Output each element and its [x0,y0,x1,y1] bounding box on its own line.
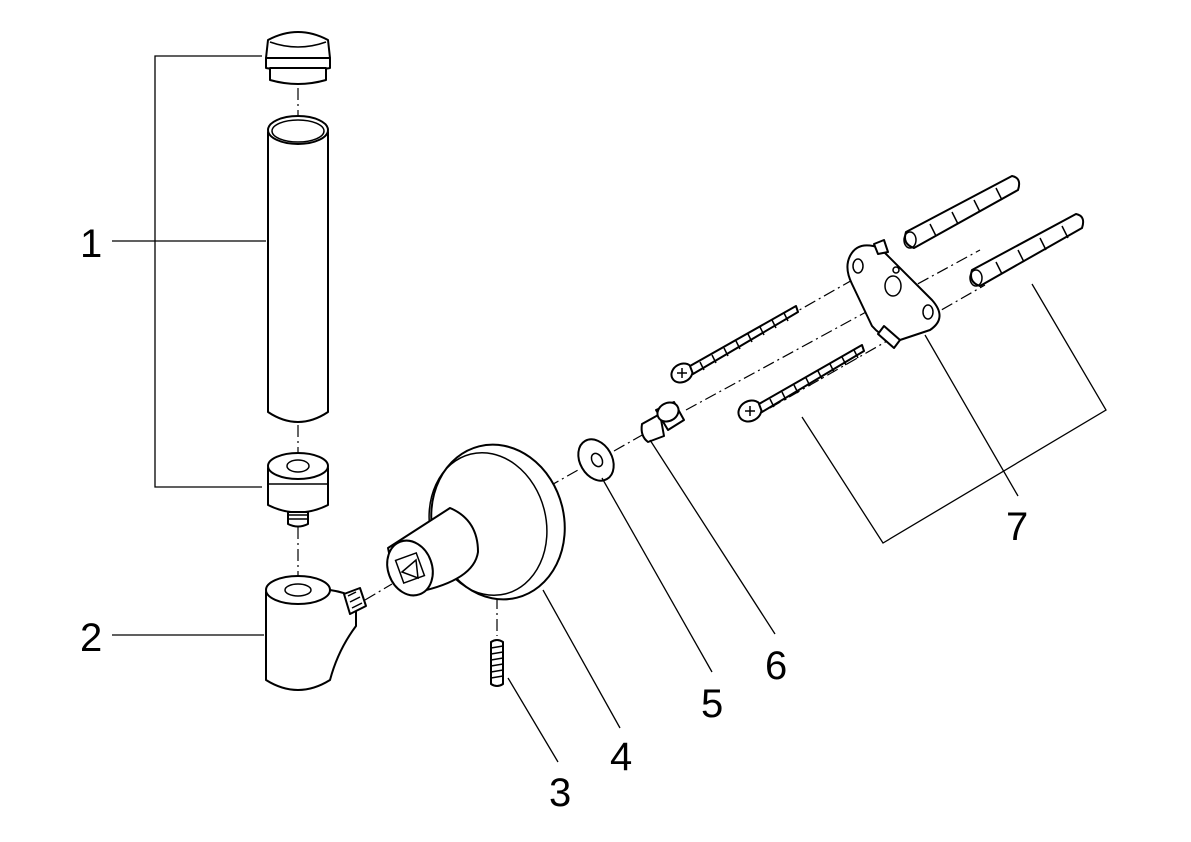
callout-3: 3 [549,771,571,815]
callout-labels: 1 2 3 4 5 6 7 [80,222,1028,815]
part-7-screw-upper [670,305,799,384]
part-1-tube [267,115,329,423]
part-1-cap [265,31,331,85]
part-7-wall-plate [846,239,941,349]
part-6-fitting [640,401,685,443]
callout-5: 5 [701,682,723,726]
part-3-set-screw [490,639,504,687]
callout-1: 1 [80,222,102,266]
leader-lines [112,55,1107,763]
assembly-axes [297,88,986,636]
part-7-anchor-lower [969,213,1085,287]
callout-6: 6 [765,644,787,688]
part-7-anchor-upper [903,175,1021,249]
part-7-screw-lower [737,344,865,423]
callout-2: 2 [80,616,102,660]
part-5-washer [577,438,615,482]
callout-4: 4 [610,735,632,779]
callout-7: 7 [1006,505,1028,549]
part-2-tee-body [265,575,367,691]
part-4-rosette [386,443,566,601]
part-1-nipple [267,452,329,528]
